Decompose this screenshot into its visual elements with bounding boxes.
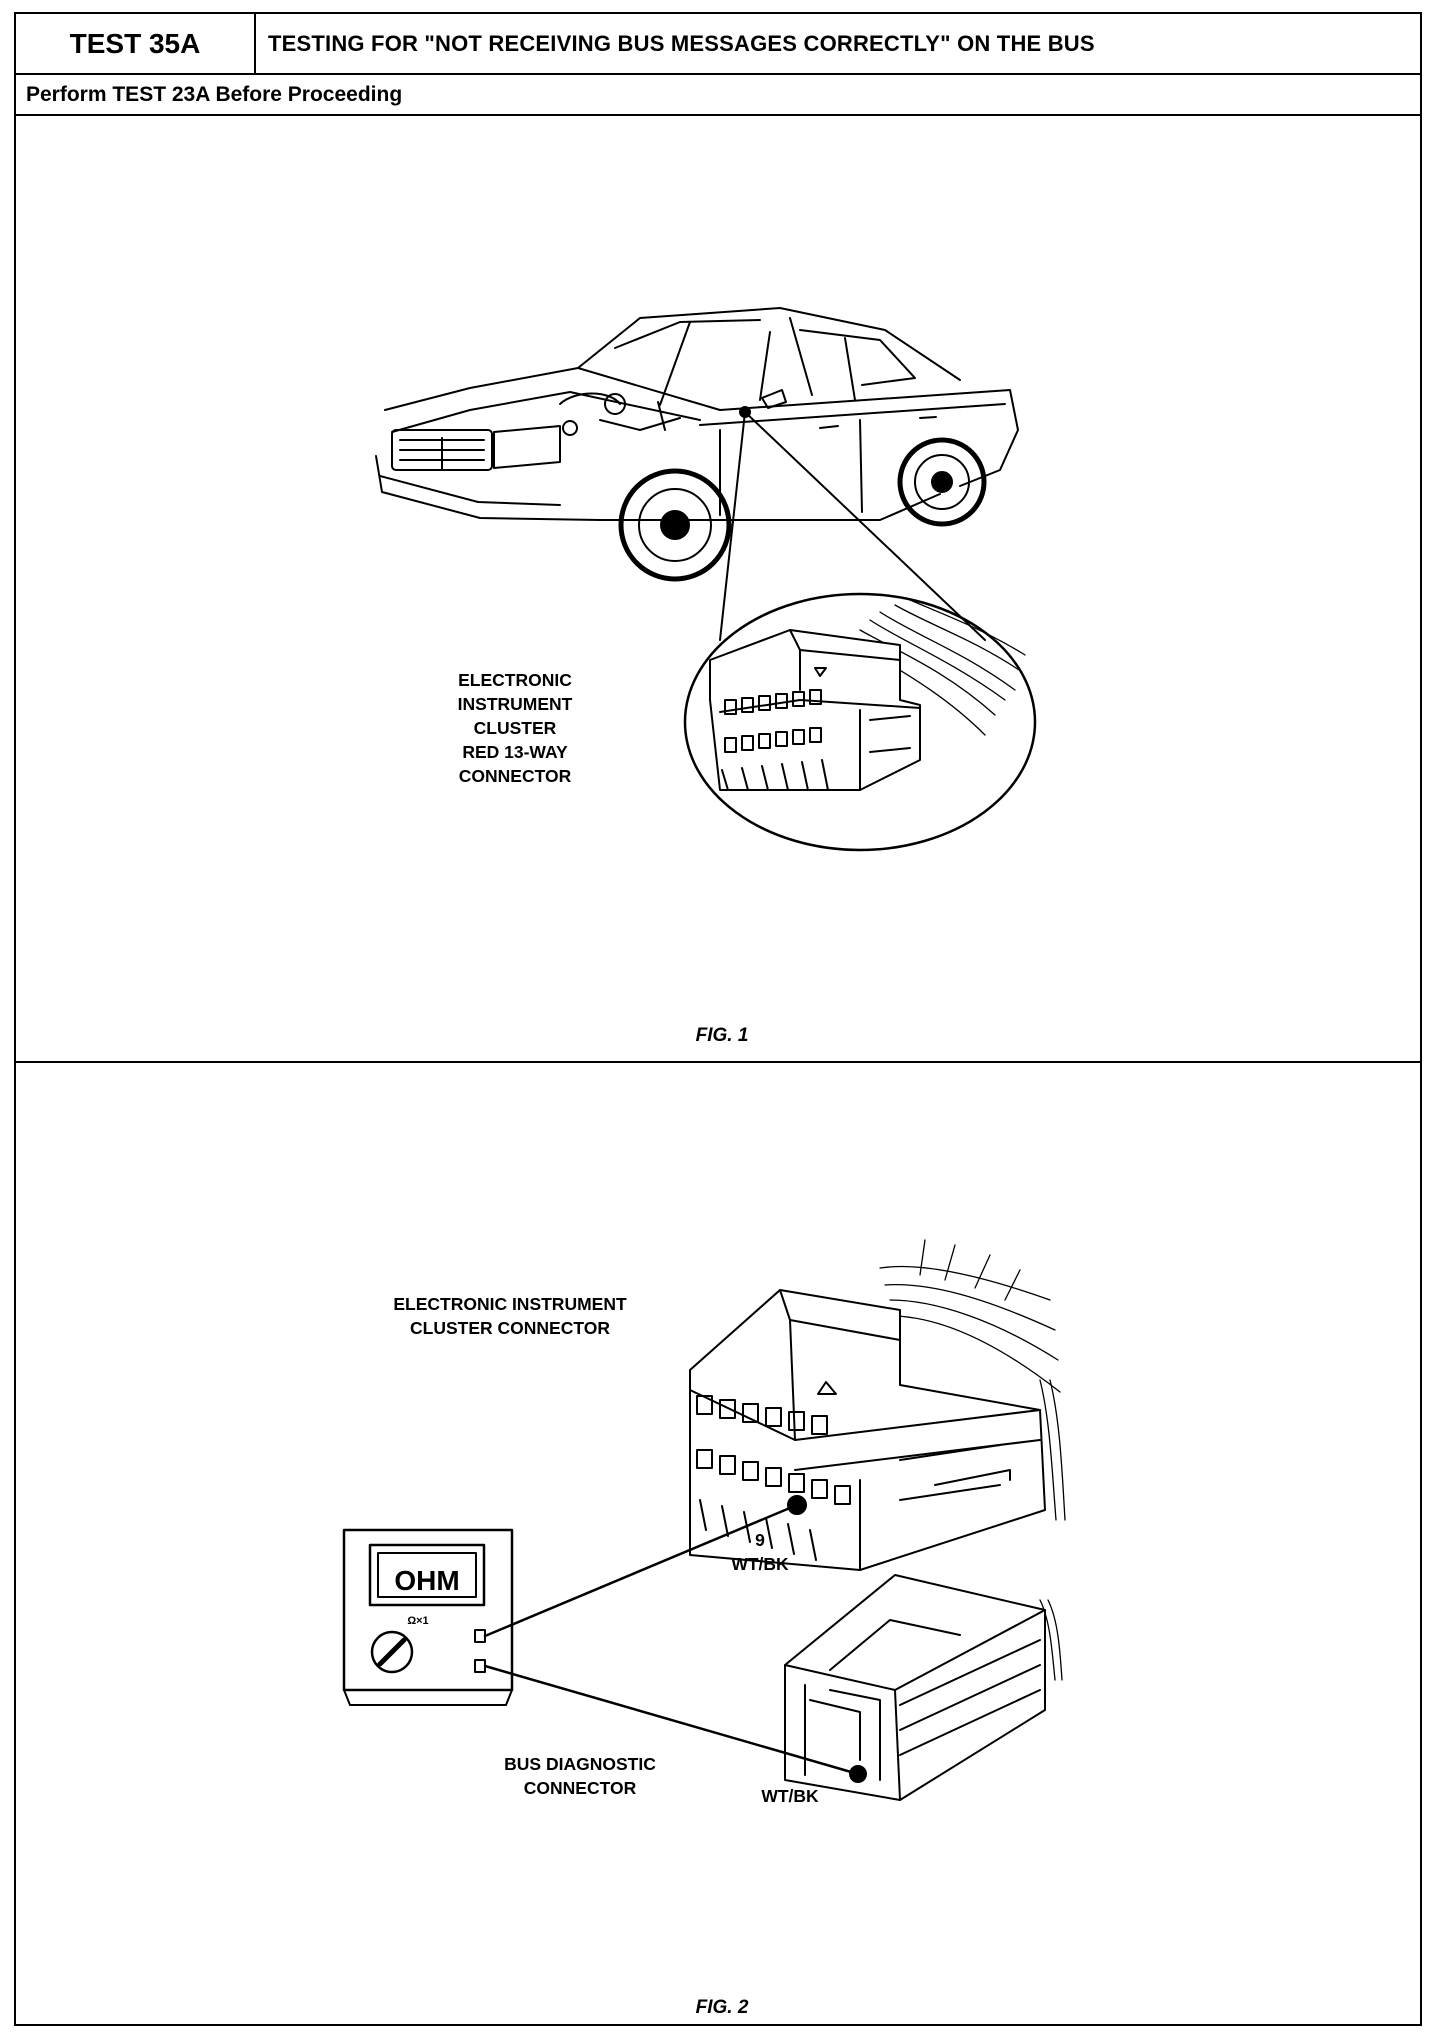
cluster-connector-label: ELECTRONIC INSTRUMENT CLUSTER CONNECTOR — [393, 1294, 627, 1338]
bus-connector-label: BUS DIAGNOSTIC CONNECTOR — [504, 1754, 656, 1798]
bus-diagnostic-connector — [784, 1574, 1063, 1801]
callout-line-left — [719, 411, 746, 641]
connector-13-way-fig1 — [709, 629, 921, 791]
figure-divider — [16, 1061, 1420, 1063]
zoom-circle — [683, 592, 1037, 852]
page-title: TESTING FOR "NOT RECEIVING BUS MESSAGES … — [268, 30, 1095, 56]
ohmmeter — [342, 1503, 860, 1776]
instrument-cluster-connector — [689, 1289, 1046, 1571]
figure-1-label: ELECTRONIC INSTRUMENT CLUSTER RED 13-WAY… — [457, 670, 573, 786]
test-lead-to-bus — [483, 1664, 860, 1776]
callout-line-right — [744, 411, 986, 641]
page-frame: TEST 35A TESTING FOR "NOT RECEIVING BUS … — [14, 12, 1422, 2026]
subheader-divider — [16, 114, 1420, 116]
figure-2-caption: FIG. 2 — [695, 1997, 749, 2018]
cluster-harness — [879, 1239, 1066, 1521]
meter-display: OHM — [394, 1565, 459, 1596]
meter-range-label: Ω×1 — [407, 1615, 428, 1627]
header-divider — [16, 73, 1420, 75]
figure-1-caption: FIG. 1 — [695, 1025, 749, 1046]
pin-number-label: 9 WT/BK — [731, 1530, 789, 1574]
test-id: TEST 35A — [16, 14, 256, 73]
test-lead-to-pin9 — [483, 1503, 799, 1638]
bus-wire-color-label: WT/BK — [761, 1786, 819, 1806]
car-drawing — [375, 307, 1019, 582]
prerequisite-note: Perform TEST 23A Before Proceeding — [26, 83, 403, 106]
